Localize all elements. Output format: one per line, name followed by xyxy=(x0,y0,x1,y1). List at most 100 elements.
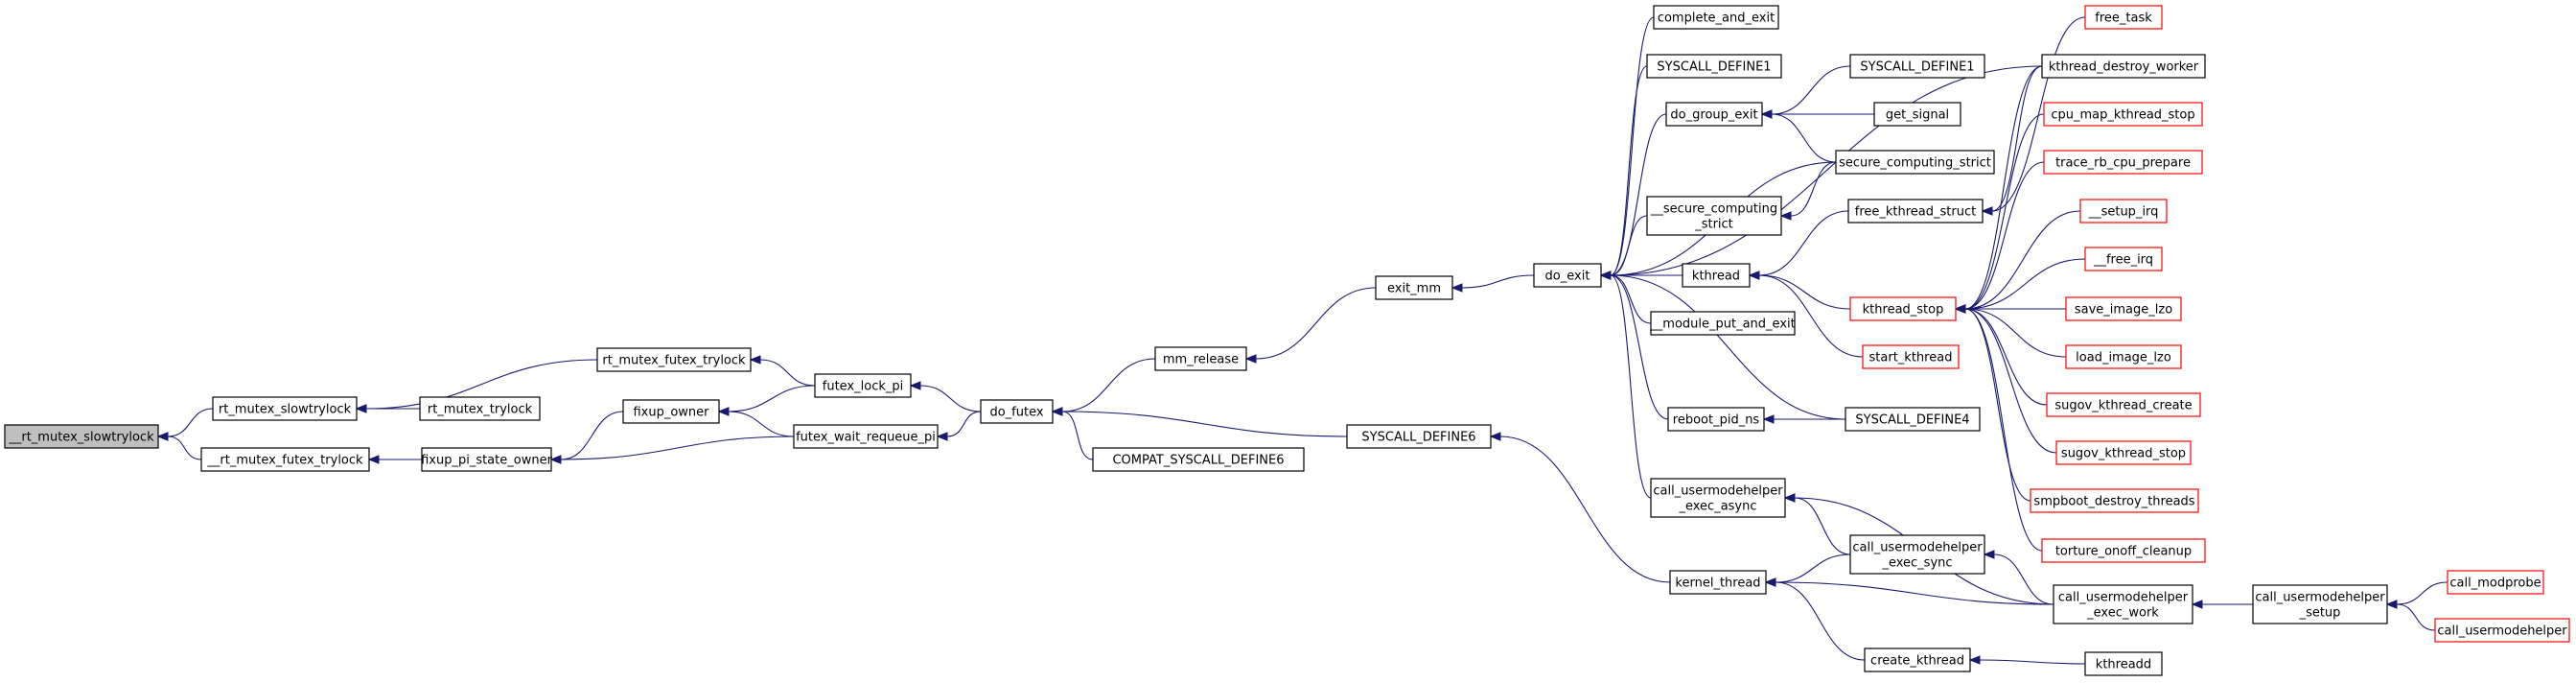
node-fixup-owner[interactable]: fixup_owner xyxy=(622,399,720,424)
edge-line xyxy=(1499,436,1671,583)
edge-arrowhead xyxy=(1954,304,1966,314)
node-smpboot-destroy-threads[interactable]: smpboot_destroy_threads xyxy=(2030,488,2199,513)
node-free-task[interactable]: free_task xyxy=(2084,5,2163,30)
node-secure-computing-strict[interactable]: secure_computing_strict xyxy=(1835,150,1995,175)
node-rt-mutex-futex-trylock[interactable]: rt_mutex_futex_trylock xyxy=(596,347,752,372)
node-futex-lock-pi[interactable]: futex_lock_pi xyxy=(814,373,912,398)
node-box xyxy=(2030,488,2199,513)
edge-do-futex-to-futex-lock-pi xyxy=(909,381,982,412)
node-call-usermodehelper-exec-work[interactable]: call_usermodehelper_exec_work xyxy=(2053,584,2193,624)
node-label: __setup_irq xyxy=(2088,205,2159,220)
node-compat-syscall-define6[interactable]: COMPAT_SYSCALL_DEFINE6 xyxy=(1092,447,1305,472)
edge-line xyxy=(1775,581,2054,605)
node-label: start_kthread xyxy=(1869,351,1953,365)
node-rt-mutex-futex-trylock2[interactable]: __rt_mutex_futex_trylock xyxy=(200,447,370,472)
node-label: mm_release xyxy=(1163,353,1239,367)
node-box xyxy=(212,396,358,421)
node-trace-rb-cpu-prepare[interactable]: trace_rb_cpu_prepare xyxy=(2043,150,2203,175)
edge-arrowhead xyxy=(1244,354,1257,364)
node-label: __rt_mutex_futex_trylock xyxy=(206,454,363,468)
node-box xyxy=(2447,570,2544,595)
node-rt-mutex-slowtrylock-root[interactable]: __rt_mutex_slowtrylock xyxy=(4,424,159,449)
node-syscall-define1-a[interactable]: SYSCALL_DEFINE1 xyxy=(1646,54,1782,79)
node-get-signal[interactable]: get_signal xyxy=(1873,102,1961,127)
node-box xyxy=(1646,196,1782,236)
node-save-image-lzo[interactable]: save_image_lzo xyxy=(2065,296,2182,321)
node-do-group-exit[interactable]: do_group_exit xyxy=(1665,102,1763,127)
edge-arrowhead xyxy=(749,355,761,365)
node-box xyxy=(793,424,939,449)
edge-futex-lock-pi-to-rt-mutex-futex-trylock xyxy=(749,355,816,387)
node-label: __module_put_and_exit xyxy=(1649,318,1795,332)
node-kthreadd[interactable]: kthreadd xyxy=(2084,651,2163,676)
node-exit-mm[interactable]: exit_mm xyxy=(1375,275,1453,300)
edge-arrowhead xyxy=(2191,600,2203,609)
edge-call-usermodehelper-exec-sync-to-kernel-thread xyxy=(1764,553,1851,587)
edge-line xyxy=(1255,287,1377,360)
node-label: reboot_pid_ns xyxy=(1673,413,1760,428)
node-futex-wait-requeue-pi[interactable]: futex_wait_requeue_pi xyxy=(793,424,939,449)
node-sugov-kthread-stop[interactable]: sugov_kthread_stop xyxy=(2055,440,2192,465)
node-fixup-pi-state-owner[interactable]: fixup_pi_state_owner xyxy=(421,447,553,472)
node-cpu-map-kthread-stop[interactable]: cpu_map_kthread_stop xyxy=(2043,102,2203,127)
node-call-usermodehelper-exec-sync[interactable]: call_usermodehelper_exec_sync xyxy=(1849,534,1985,575)
edge-line xyxy=(1771,65,1851,115)
node-box xyxy=(1092,447,1305,472)
node-load-image-lzo[interactable]: load_image_lzo xyxy=(2065,344,2182,369)
node-call-usermodehelper[interactable]: call_usermodehelper xyxy=(2434,618,2570,643)
node-complete-and-exit[interactable]: complete_and_exit xyxy=(1653,5,1779,30)
node-call-modprobe[interactable]: call_modprobe xyxy=(2447,570,2544,595)
node-module-put-and-exit[interactable]: __module_put_and_exit xyxy=(1649,311,1796,336)
node-reboot-pid-ns[interactable]: reboot_pid_ns xyxy=(1667,407,1765,432)
node-kernel-thread[interactable]: kernel_thread xyxy=(1669,570,1767,595)
node-rt-mutex-trylock[interactable]: rt_mutex_trylock xyxy=(419,396,541,421)
node-call-usermodehelper-exec-async[interactable]: call_usermodehelper_exec_async xyxy=(1650,478,1786,518)
edge-line xyxy=(1610,65,1648,276)
node-secure-computing-strict2[interactable]: __secure_computing_strict xyxy=(1646,196,1782,236)
edge-line xyxy=(1964,113,2045,310)
node-free-kthread-struct[interactable]: free_kthread_struct xyxy=(1847,199,1984,224)
node-syscall-define4[interactable]: SYSCALL_DEFINE4 xyxy=(1845,407,1981,432)
edge-call-usermodehelper-setup-to-call-usermodehelper-exec-work xyxy=(2191,600,2253,609)
node-do-exit[interactable]: do_exit xyxy=(1533,263,1602,288)
node-start-kthread[interactable]: start_kthread xyxy=(1862,344,1960,369)
edge-trace-rb-cpu-prepare-to-kthread-stop xyxy=(1954,161,2045,314)
node-sugov-kthread-create[interactable]: sugov_kthread_create xyxy=(2046,392,2201,417)
node-box xyxy=(1669,570,1767,595)
edge-call-usermodehelper-exec-work-to-call-usermodehelper-exec-sync xyxy=(1983,550,2054,605)
node-mm-release[interactable]: mm_release xyxy=(1154,346,1247,371)
node-rt-mutex-slowtrylock[interactable]: rt_mutex_slowtrylock xyxy=(212,396,358,421)
node-box xyxy=(419,396,541,421)
edge-arrowhead xyxy=(549,455,562,464)
node-label: futex_wait_requeue_pi xyxy=(796,431,936,445)
node-label: rt_mutex_slowtrylock xyxy=(219,403,352,417)
node-call-usermodehelper-setup[interactable]: call_usermodehelper_setup xyxy=(2252,584,2388,624)
edge-arrowhead xyxy=(2385,600,2398,609)
node-kthread-stop[interactable]: kthread_stop xyxy=(1849,296,1957,321)
edge-line xyxy=(1610,274,1669,420)
node-setup-irq[interactable]: __setup_irq xyxy=(2079,199,2168,224)
node-box xyxy=(2053,584,2193,624)
node-syscall-define1-b[interactable]: SYSCALL_DEFINE1 xyxy=(1849,54,1985,79)
node-kthread[interactable]: kthread xyxy=(1682,263,1751,288)
edge-arrowhead xyxy=(1762,414,1775,424)
edge-line xyxy=(1061,358,1156,412)
node-torture-onoff-cleanup[interactable]: torture_onoff_cleanup xyxy=(2041,538,2206,563)
node-syscall-define6[interactable]: SYSCALL_DEFINE6 xyxy=(1346,424,1492,449)
edge-compat-syscall-define6-to-do-futex xyxy=(1051,407,1094,460)
edge-torture-onoff-cleanup-to-kthread-stop xyxy=(1954,304,2043,552)
edge-module-put-and-exit-to-do-exit xyxy=(1599,271,1652,324)
edge-arrowhead xyxy=(1489,432,1501,441)
node-do-futex[interactable]: do_futex xyxy=(980,399,1054,424)
edge-line xyxy=(1790,161,1837,217)
node-kthread-destroy-worker[interactable]: kthread_destroy_worker xyxy=(2041,54,2206,79)
edge-syscall-define6-to-do-futex xyxy=(1051,407,1348,437)
edge-line xyxy=(1771,113,1837,163)
node-box xyxy=(596,347,752,372)
node-create-kthread[interactable]: create_kthread xyxy=(1864,648,1971,672)
node-free-irq[interactable]: __free_irq xyxy=(2084,247,2163,271)
node-box xyxy=(421,447,552,472)
node-label: SYSCALL_DEFINE4 xyxy=(1855,413,1969,428)
node-box xyxy=(2065,296,2182,321)
node-label: COMPAT_SYSCALL_DEFINE6 xyxy=(1112,454,1284,468)
